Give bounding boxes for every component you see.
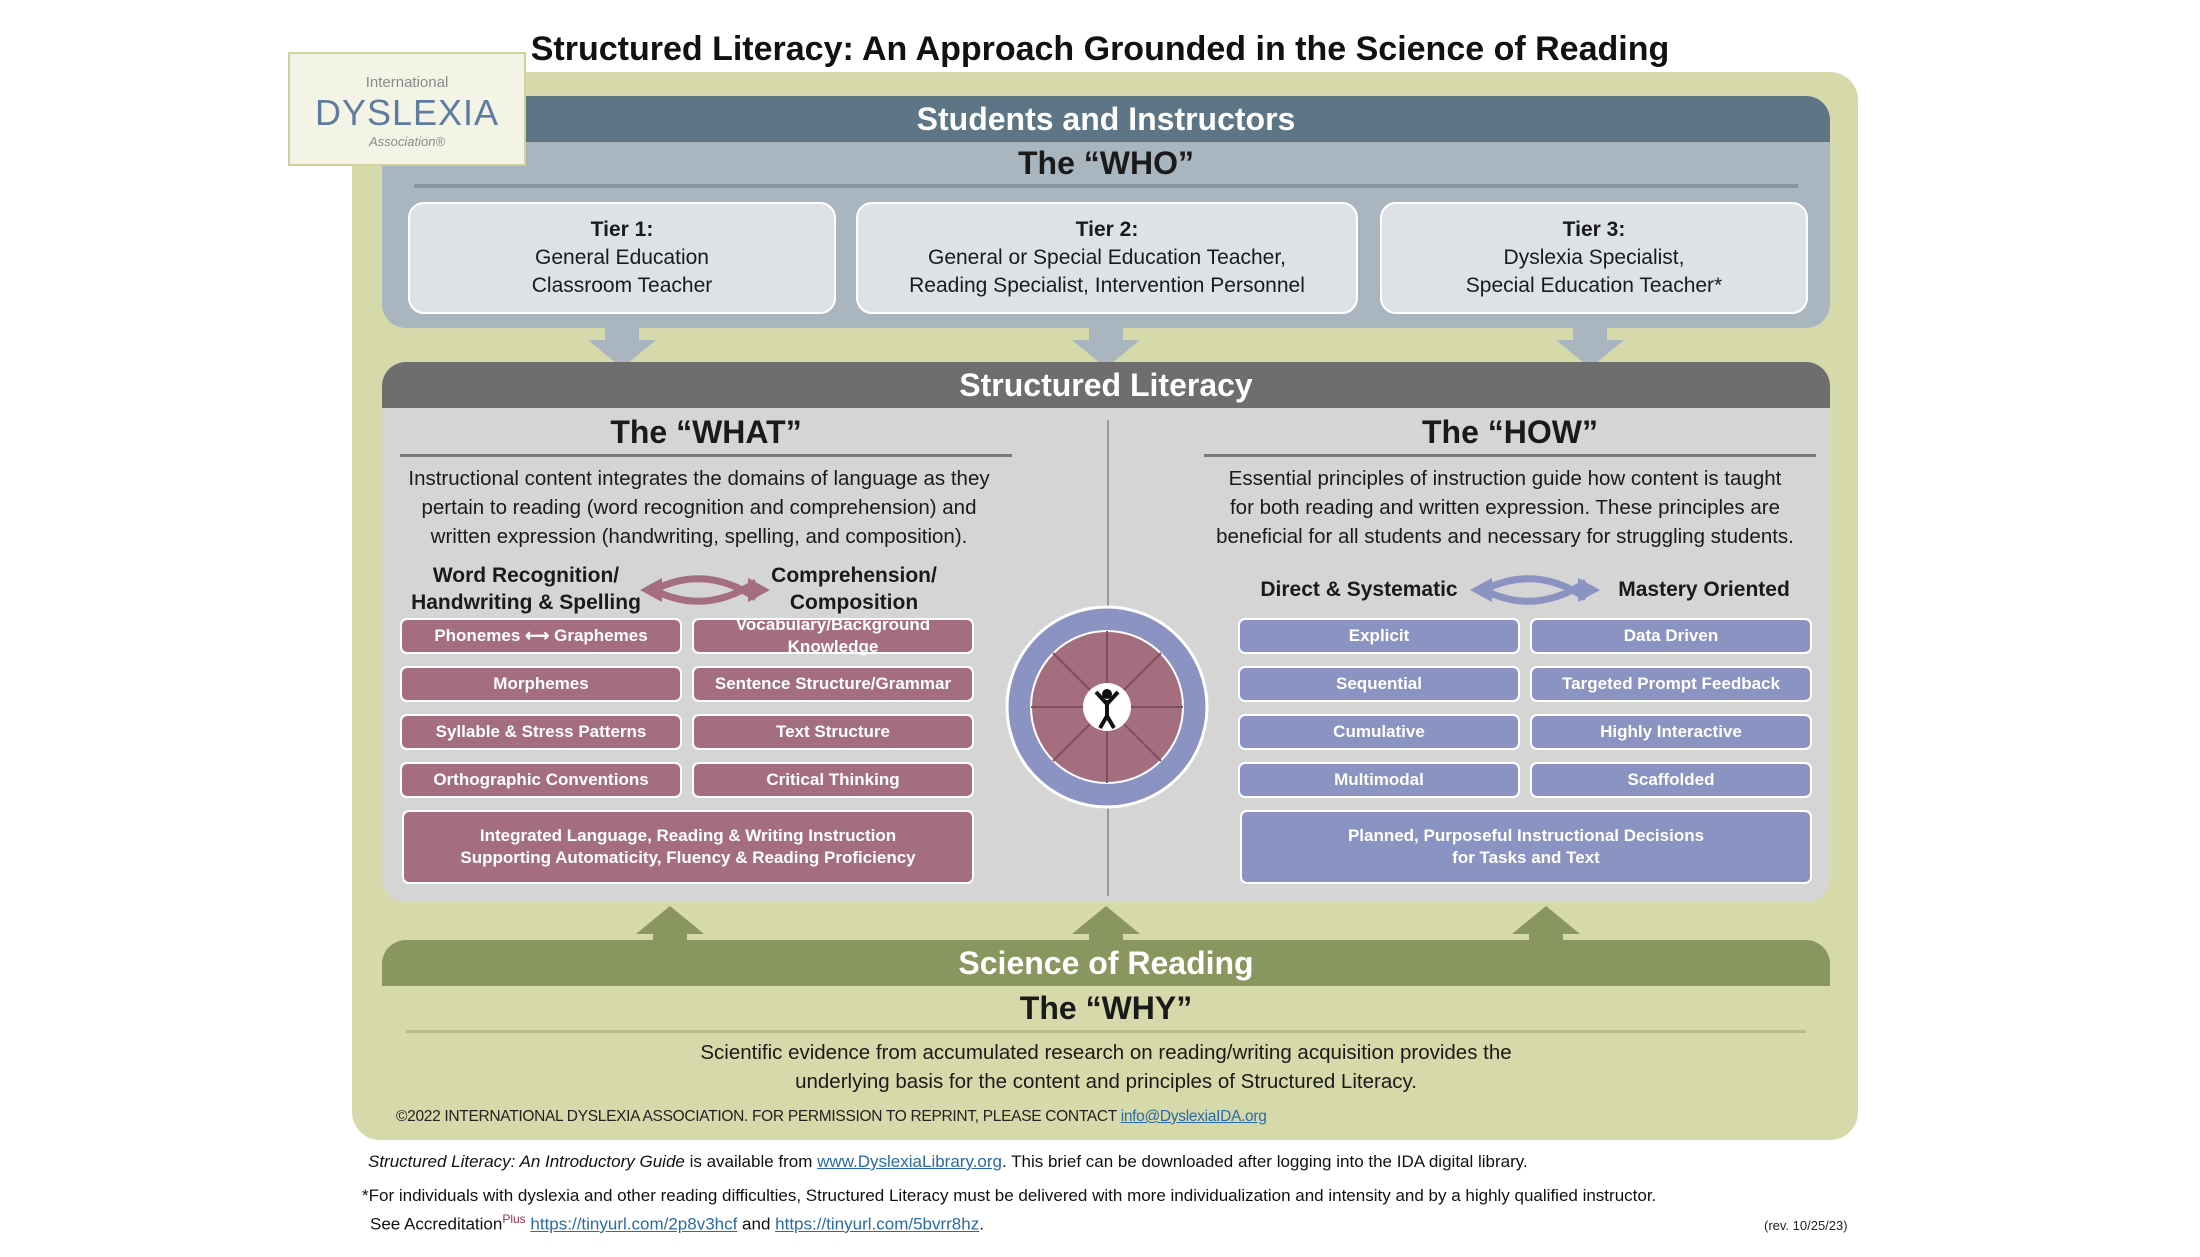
up-arrow-stem: [653, 926, 687, 940]
who-divider: [414, 184, 1798, 188]
up-arrow-stem: [1089, 926, 1123, 940]
pill-explicit: Explicit: [1238, 618, 1520, 654]
word-recognition-line2: Handwriting & Spelling: [411, 591, 641, 614]
revision-date: (rev. 10/25/23): [1764, 1218, 1848, 1233]
footer-note: *For individuals with dyslexia and other…: [362, 1186, 1657, 1205]
how-summary-box: Planned, Purposeful Instructional Decisi…: [1240, 810, 1812, 884]
tier-2-line2: Reading Specialist, Intervention Personn…: [909, 274, 1305, 297]
tier-2-box: Tier 2: General or Special Education Tea…: [856, 202, 1358, 314]
what-paragraph-line: pertain to reading (word recognition and…: [421, 496, 977, 519]
tinyurl-link-1[interactable]: https://tinyurl.com/2p8v3hcf: [530, 1214, 738, 1234]
why-paragraph: Scientific evidence from accumulated res…: [382, 1038, 1830, 1096]
how-crossed-arrows-icon: [1470, 575, 1600, 605]
pill-vocabulary: Vocabulary/Background Knowledge: [692, 615, 974, 656]
why-divider: [406, 1030, 1806, 1033]
guide-title: Structured Literacy: An Introductory Gui…: [368, 1152, 685, 1171]
pill-phonemes-graphemes: Phonemes ⟷ Graphemes: [400, 618, 682, 654]
copyright: ©2022 INTERNATIONAL DYSLEXIA ASSOCIATION…: [396, 1108, 1267, 1126]
what-summary-line1: Integrated Language, Reading & Writing I…: [479, 826, 897, 845]
word-recognition-line1: Word Recognition/: [432, 564, 620, 587]
word-recognition-heading: Word Recognition/ Handwriting & Spelling: [396, 562, 656, 616]
contact-email-link[interactable]: info@DyslexiaIDA.org: [1120, 1108, 1267, 1125]
tier-1-label: Tier 1:: [590, 218, 654, 241]
how-paragraph-line: Essential principles of instruction guid…: [1228, 467, 1782, 490]
tier-1-line2: Classroom Teacher: [531, 274, 713, 297]
plus-superscript: Plus: [502, 1212, 526, 1226]
down-arrow-stem: [1573, 328, 1607, 342]
pill-scaffolded: Scaffolded: [1530, 762, 1812, 798]
how-summary-line2: for Tasks and Text: [1452, 848, 1600, 867]
what-paragraph-line: Instructional content integrates the dom…: [408, 467, 990, 490]
how-paragraph: Essential principles of instruction guid…: [1190, 464, 1820, 551]
ida-logo: International DYSLEXIA Association®: [288, 52, 526, 166]
pill-highly-interactive: Highly Interactive: [1530, 714, 1812, 750]
tier-3-label: Tier 3:: [1562, 218, 1626, 241]
tier-1-line1: General Education: [535, 246, 709, 269]
pill-sentence-structure: Sentence Structure/Grammar: [692, 666, 974, 702]
pill-syllable-stress: Syllable & Stress Patterns: [400, 714, 682, 750]
who-subtitle: The “WHO”: [1018, 145, 1194, 181]
what-paragraph: Instructional content integrates the dom…: [384, 464, 1014, 551]
tier-1-box: Tier 1: General Education Classroom Teac…: [408, 202, 836, 314]
center-divider-top: [1107, 420, 1109, 606]
why-paragraph-line: Scientific evidence from accumulated res…: [700, 1041, 1512, 1064]
pill-orthographic: Orthographic Conventions: [400, 762, 682, 798]
copyright-text: ©2022 INTERNATIONAL DYSLEXIA ASSOCIATION…: [396, 1108, 1117, 1125]
logo-line3: Association®: [368, 134, 446, 149]
how-title: The “HOW”: [1422, 414, 1598, 450]
and-text: and: [737, 1214, 776, 1234]
footer-guide: Structured Literacy: An Introductory Gui…: [368, 1152, 1528, 1172]
down-arrow-stem: [605, 328, 639, 342]
footer-see: See AccreditationPlus https://tinyurl.co…: [370, 1212, 984, 1235]
why-paragraph-line: underlying basis for the content and pri…: [795, 1070, 1417, 1093]
comprehension-line2: Composition: [789, 591, 919, 614]
period: .: [979, 1214, 984, 1234]
down-arrow-stem: [1089, 328, 1123, 342]
how-summary-line1: Planned, Purposeful Instructional Decisi…: [1347, 826, 1705, 845]
who-header: Students and Instructors: [382, 96, 1830, 142]
pill-multimodal: Multimodal: [1238, 762, 1520, 798]
pill-critical-thinking: Critical Thinking: [692, 762, 974, 798]
mastery-oriented-heading: Mastery Oriented: [1618, 578, 1790, 601]
what-paragraph-line: written expression (handwriting, spellin…: [430, 525, 968, 548]
tier-2-label: Tier 2:: [1075, 218, 1139, 241]
what-title: The “WHAT”: [610, 414, 802, 450]
pill-morphemes: Morphemes: [400, 666, 682, 702]
up-arrow-stem: [1529, 926, 1563, 940]
science-header: Science of Reading: [382, 940, 1830, 986]
pill-targeted-feedback: Targeted Prompt Feedback: [1530, 666, 1812, 702]
guide-end: . This brief can be downloaded after log…: [1002, 1152, 1528, 1171]
logo-line1: International: [365, 74, 449, 91]
what-summary-line2: Supporting Automaticity, Fluency & Readi…: [460, 848, 916, 867]
comprehension-line1: Comprehension/: [771, 564, 937, 587]
dyslexia-library-link[interactable]: www.DyslexiaLibrary.org: [817, 1152, 1002, 1171]
tier-3-box: Tier 3: Dyslexia Specialist, Special Edu…: [1380, 202, 1808, 314]
how-paragraph-line: for both reading and written expression.…: [1229, 496, 1781, 519]
what-crossed-arrows-icon: [640, 575, 770, 605]
pill-data-driven: Data Driven: [1530, 618, 1812, 654]
tinyurl-link-2[interactable]: https://tinyurl.com/5bvrr8hz: [775, 1214, 980, 1234]
pill-sequential: Sequential: [1238, 666, 1520, 702]
center-divider-bottom: [1107, 800, 1109, 896]
page-title: Structured Literacy: An Approach Grounde…: [530, 30, 1670, 68]
see-accreditation: See Accreditation: [370, 1214, 503, 1234]
tier-3-line2: Special Education Teacher*: [1465, 274, 1723, 297]
tier-2-line1: General or Special Education Teacher,: [927, 246, 1286, 269]
what-divider: [400, 454, 1012, 457]
structured-literacy-header: Structured Literacy: [382, 362, 1830, 408]
pill-text-structure: Text Structure: [692, 714, 974, 750]
logo-line2: DYSLEXIA: [314, 92, 500, 133]
comprehension-heading: Comprehension/ Composition: [754, 562, 954, 616]
center-emblem-icon: [1005, 605, 1209, 809]
tier-3-line1: Dyslexia Specialist,: [1503, 246, 1685, 269]
what-summary-box: Integrated Language, Reading & Writing I…: [402, 810, 974, 884]
pill-cumulative: Cumulative: [1238, 714, 1520, 750]
guide-mid: is available from: [684, 1152, 818, 1171]
how-divider: [1204, 454, 1816, 457]
direct-systematic-heading: Direct & Systematic: [1260, 578, 1458, 601]
why-subtitle: The “WHY”: [1019, 990, 1193, 1026]
how-paragraph-line: beneficial for all students and necessar…: [1216, 525, 1794, 548]
